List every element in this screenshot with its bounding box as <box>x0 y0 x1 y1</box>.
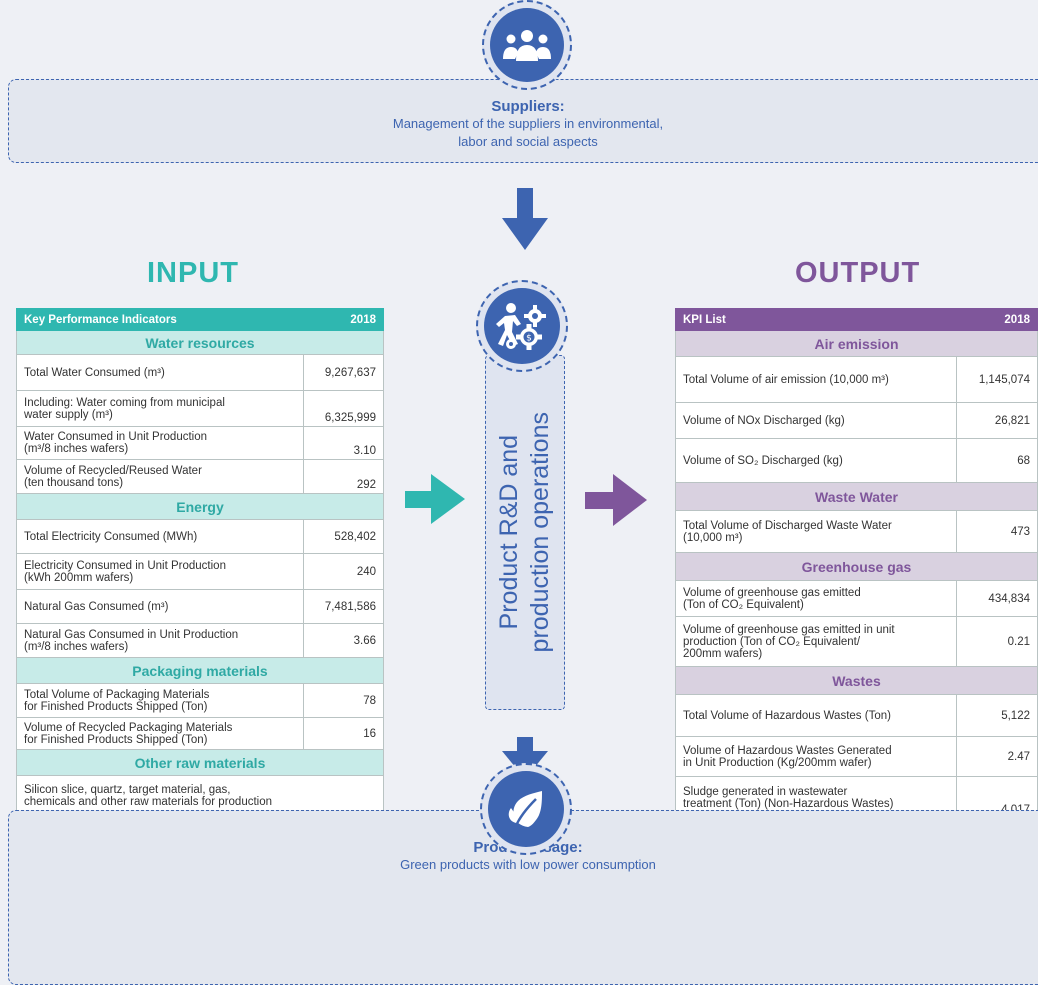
table-row: Volume of greenhouse gas emitted in unit… <box>675 616 1038 667</box>
section-energy: Energy <box>16 493 384 520</box>
section-air-emission: Air emission <box>675 330 1038 357</box>
section-greenhouse-gas: Greenhouse gas <box>675 552 1038 581</box>
table-row: Silicon slice, quartz, target material, … <box>16 775 384 816</box>
rnd-label: Product R&D and production operations <box>495 412 554 653</box>
rnd-circle: $ <box>476 280 568 372</box>
table-row: Total Electricity Consumed (MWh) 528,402 <box>16 519 384 554</box>
person-gears-icon: $ <box>496 303 546 350</box>
section-other-raw-materials: Other raw materials <box>16 749 384 776</box>
arrow-right-teal <box>405 474 465 524</box>
section-wastes: Wastes <box>675 666 1038 695</box>
table-row: Natural Gas Consumed in Unit Production(… <box>16 623 384 658</box>
table-row: Electricity Consumed in Unit Production(… <box>16 553 384 590</box>
arrow-right-purple <box>585 474 647 526</box>
arrow-down-top <box>502 188 548 250</box>
input-heading: INPUT <box>147 257 239 289</box>
table-row: Volume of NOx Discharged (kg) 26,821 <box>675 402 1038 439</box>
output-table: KPI List 2018 Air emission Total Volume … <box>675 308 1038 819</box>
table-row: Total Water Consumed (m³) 9,267,637 <box>16 354 384 391</box>
input-table: Key Performance Indicators 2018 Water re… <box>16 308 384 816</box>
section-water-resources: Water resources <box>16 330 384 355</box>
suppliers-circle <box>482 0 572 90</box>
output-heading: OUTPUT <box>795 257 921 289</box>
table-row: Water Consumed in Unit Production(m³/8 i… <box>16 426 384 460</box>
suppliers-box: Suppliers: Management of the suppliers i… <box>8 79 1038 163</box>
table-row: Total Volume of Hazardous Wastes (Ton) 5… <box>675 694 1038 737</box>
suppliers-title: Suppliers: <box>491 98 565 115</box>
leaf-icon <box>508 791 542 830</box>
svg-text:$: $ <box>526 334 532 344</box>
table-row: Total Volume of air emission (10,000 m³)… <box>675 356 1038 403</box>
suppliers-line1: Management of the suppliers in environme… <box>392 116 664 131</box>
table-row: Volume of greenhouse gas emitted(Ton of … <box>675 580 1038 617</box>
input-header-year: 2018 <box>303 308 384 331</box>
table-row: Natural Gas Consumed (m³) 7,481,586 <box>16 589 384 624</box>
suppliers-line2: labor and social aspects <box>458 134 598 149</box>
input-header-label: Key Performance Indicators <box>16 308 304 331</box>
rnd-pillar: Product R&D and production operations <box>485 355 565 710</box>
output-header-label: KPI List <box>675 308 957 331</box>
output-header-year: 2018 <box>956 308 1038 331</box>
section-waste-water: Waste Water <box>675 482 1038 511</box>
table-row: Volume of Recycled/Reused Water(ten thou… <box>16 459 384 494</box>
people-group-icon <box>503 30 551 61</box>
section-packaging: Packaging materials <box>16 657 384 684</box>
usage-circle <box>480 763 572 855</box>
table-row: Total Volume of Discharged Waste Water(1… <box>675 510 1038 553</box>
table-row: Volume of SO₂ Discharged (kg) 68 <box>675 438 1038 483</box>
usage-text: Green products with low power consumptio… <box>400 857 656 872</box>
